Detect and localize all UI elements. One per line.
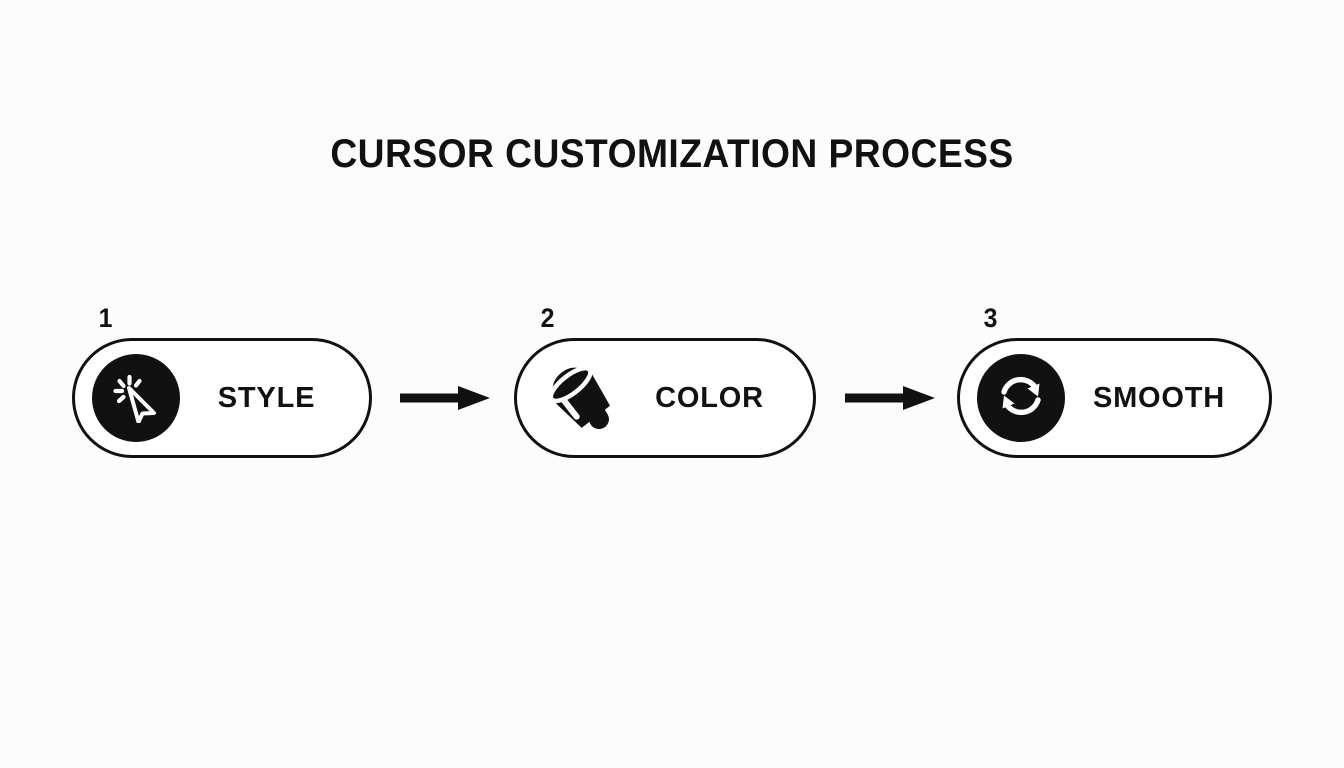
step-number-2: 2 [540,303,555,333]
step-number-3: 3 [983,303,998,333]
step-label-style: STYLE [217,381,316,414]
refresh-sync-icon [993,368,1049,429]
step-2-icon-badge [534,354,622,442]
process-step-color[interactable]: 2 [514,303,816,458]
process-step-style[interactable]: 1 STYLE [72,303,372,458]
arrow-right-icon-2 [845,384,935,412]
process-step-smooth[interactable]: 3 SMOOTH [957,303,1272,458]
page-title: CURSOR CUSTOMIZATION PROCESS [330,132,1014,176]
cursor-click-icon [109,369,163,428]
step-1-icon-badge [92,354,180,442]
step-label-color: COLOR [655,381,764,414]
step-3-icon-badge [977,354,1065,442]
arrow-right-icon-1 [400,384,490,412]
step-number-1: 1 [98,303,113,333]
step-label-smooth: SMOOTH [1092,381,1226,414]
process-flow: 1 STYLE [72,303,1272,458]
paint-bucket-icon [539,357,617,440]
